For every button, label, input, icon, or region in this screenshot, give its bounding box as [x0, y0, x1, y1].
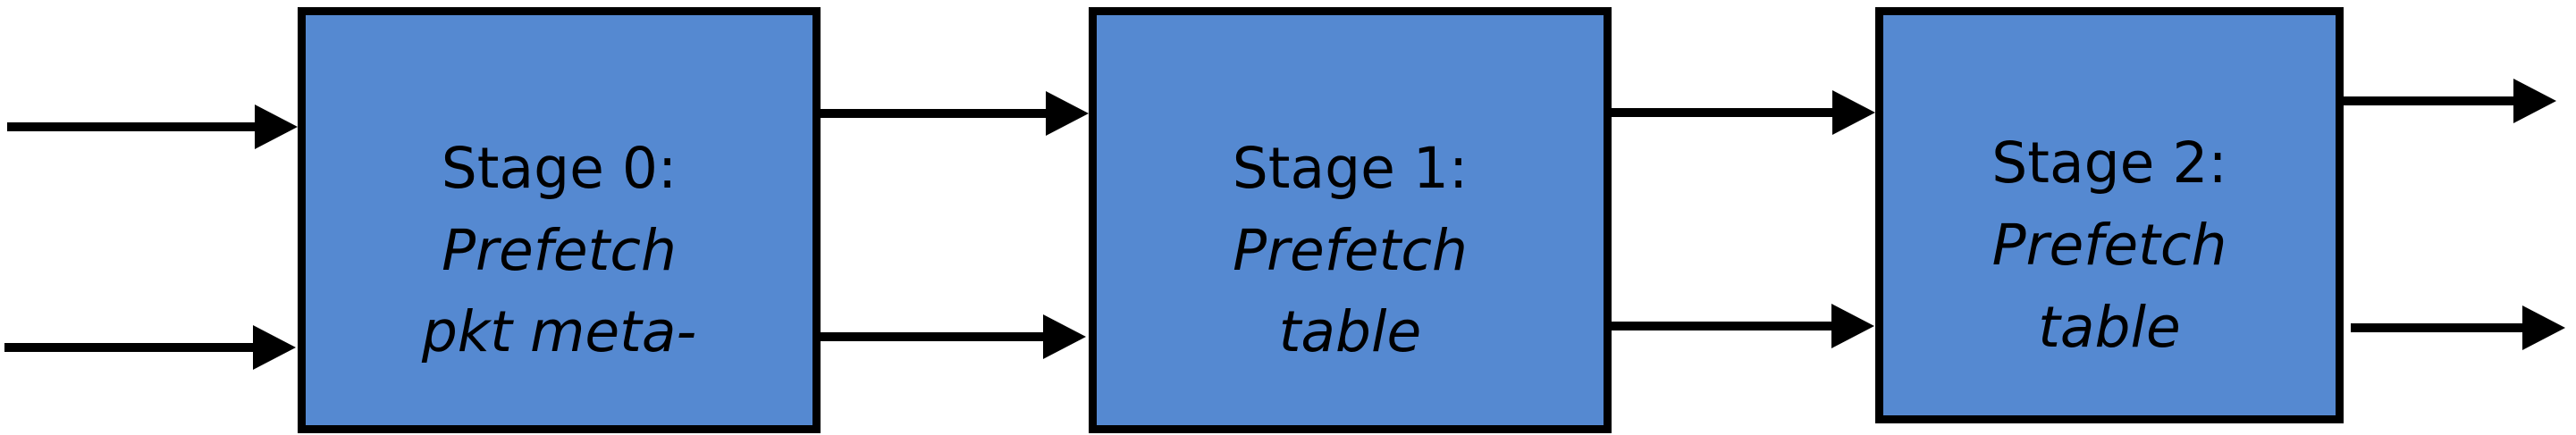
output-arrow-top — [2344, 79, 2556, 123]
stage-0-title: Stage 0: — [441, 135, 678, 201]
arrowhead-icon — [1831, 304, 1874, 348]
arrowhead-icon — [1043, 314, 1086, 359]
stage1-to-stage2-arrow-bottom — [1612, 304, 1874, 348]
stage-0-subtitle-2: pkt meta- — [421, 299, 697, 365]
stage0-to-stage1-arrow-bottom — [821, 314, 1086, 359]
arrowhead-icon — [2522, 305, 2565, 350]
arrow-shaft — [821, 332, 1043, 341]
arrow-shaft — [2351, 323, 2522, 332]
stage0-to-stage1-arrow-top — [821, 91, 1089, 136]
stage-1-subtitle-2: table — [1278, 299, 1422, 365]
arrow-shaft — [1612, 108, 1832, 117]
arrow-shaft — [7, 122, 255, 131]
stage-2-subtitle-2: table — [2038, 294, 2181, 360]
arrow-shaft — [1612, 322, 1831, 330]
stage-1-box: Stage 1: Prefetch table — [1089, 7, 1612, 433]
output-arrow-bottom — [2351, 305, 2565, 350]
arrowhead-icon — [1832, 90, 1875, 135]
stage-0-label: Stage 0: Prefetch pkt meta- — [422, 128, 696, 374]
stage1-to-stage2-arrow-top — [1612, 90, 1875, 135]
input-arrow-bottom — [4, 325, 296, 370]
arrow-shaft — [4, 343, 253, 352]
arrow-shaft — [2344, 96, 2513, 105]
stage-1-title: Stage 1: — [1232, 135, 1469, 201]
stage-1-subtitle-1: Prefetch — [1233, 217, 1468, 283]
stage-2-title: Stage 2: — [1991, 130, 2227, 197]
stage-2-box: Stage 2: Prefetch table — [1875, 7, 2344, 423]
arrowhead-icon — [2513, 79, 2556, 123]
arrowhead-icon — [253, 325, 296, 370]
arrowhead-icon — [255, 105, 298, 149]
arrowhead-icon — [1046, 91, 1089, 136]
stage-0-subtitle-1: Prefetch — [442, 217, 677, 283]
stage-0-box: Stage 0: Prefetch pkt meta- — [298, 7, 821, 433]
stage-2-label: Stage 2: Prefetch table — [1991, 122, 2227, 369]
stage-2-subtitle-1: Prefetch — [1991, 213, 2227, 279]
stage-1-label: Stage 1: Prefetch table — [1233, 128, 1468, 374]
arrow-shaft — [821, 109, 1046, 118]
input-arrow-top — [7, 105, 298, 149]
